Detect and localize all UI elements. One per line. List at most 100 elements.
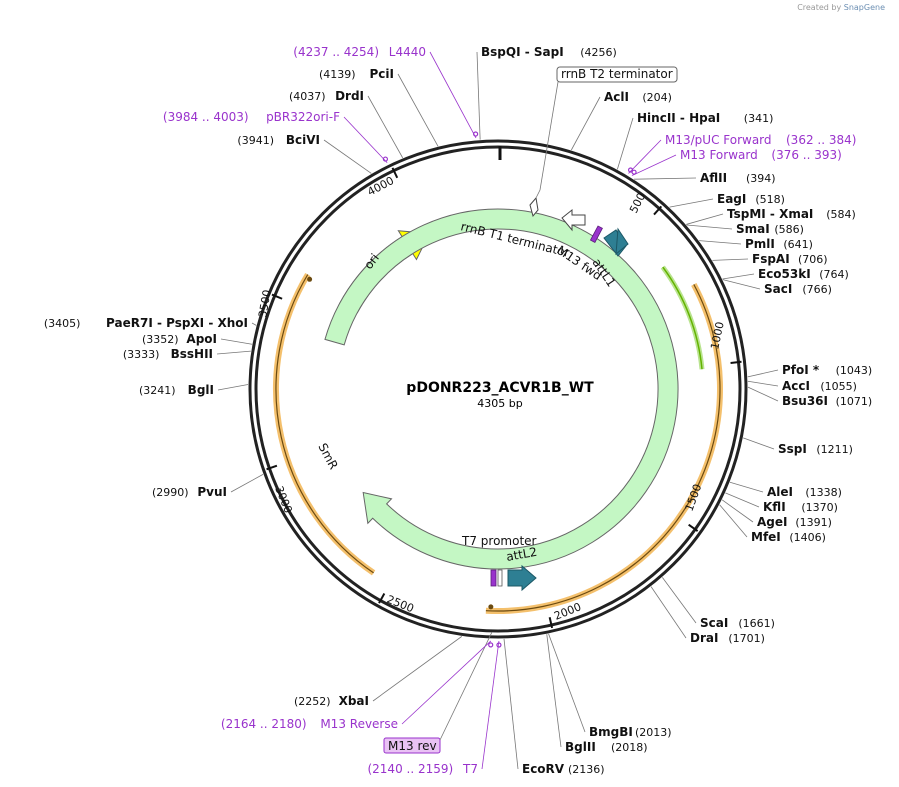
outer-ring <box>248 139 748 639</box>
backbone-rings <box>248 139 748 639</box>
site-position: (1406) <box>789 531 826 544</box>
site-position: (4139) <box>319 68 356 81</box>
site-bspqi-sapi[interactable]: BspQI - SapI(4256) <box>476 45 617 140</box>
site-leader <box>712 258 749 261</box>
site-agei[interactable]: AgeI(1391) <box>721 499 832 529</box>
primer-m13-reverse[interactable]: M13 Reverse(2164 .. 2180) <box>221 640 494 731</box>
site-eagi[interactable]: EagI(518) <box>669 192 785 208</box>
site-name: SspI <box>778 442 807 456</box>
site-name: AflII <box>700 171 727 185</box>
site-kfli[interactable]: KflI (1370) <box>725 492 838 514</box>
site-pvui[interactable]: PvuI(2990) <box>152 474 264 499</box>
site-leader <box>699 240 742 245</box>
attl2-arrow <box>507 564 537 592</box>
site-position: (586) <box>774 223 804 236</box>
site-scai[interactable]: ScaI(1661) <box>662 577 775 630</box>
attl2-label: attL2 <box>505 545 538 564</box>
site-bsshii[interactable]: BssHII(3333) <box>123 347 251 361</box>
site-eco53ki[interactable]: Eco53kI(764) <box>722 267 849 281</box>
site-tspmi-xmai[interactable]: TspMI - XmaI(584) <box>686 207 856 225</box>
inner-ring <box>254 145 742 633</box>
site-position: (2136) <box>568 763 605 776</box>
site-name: KflI <box>763 500 786 514</box>
site-bglii[interactable]: BglII(2018) <box>546 634 648 754</box>
site-name: XbaI <box>339 694 369 708</box>
site-bcivi[interactable]: BciVI(3941) <box>237 133 372 174</box>
primer-mark <box>473 131 479 137</box>
site-pmli[interactable]: PmlI(641) <box>699 237 813 251</box>
primer-mark <box>631 169 637 175</box>
site-leader <box>217 384 249 391</box>
site-name: PfoI * <box>782 363 820 377</box>
primer-t7[interactable]: T7(2140 .. 2159) <box>367 640 502 776</box>
green-feature <box>662 266 703 370</box>
primer-pbr322ori-f[interactable]: pBR322ori-F(3984 .. 4003) <box>163 110 389 163</box>
tick-4000 <box>391 167 399 179</box>
site-apoi[interactable]: ApoI (3352) <box>142 332 253 346</box>
site-name: DrdI <box>335 89 364 103</box>
site-xbai[interactable]: XbaI (2252) <box>294 636 463 708</box>
site-drai[interactable]: DraI(1701) <box>650 586 765 645</box>
orange-feature-end-1 <box>307 276 313 282</box>
tick-1500 <box>688 523 699 532</box>
tick-label-1500: 1500 <box>683 482 705 513</box>
right-orange-feature <box>485 284 721 612</box>
site-name: BspQI - SapI <box>481 45 564 59</box>
site-position: (584) <box>826 208 856 221</box>
site-leader <box>220 338 253 345</box>
site-leader <box>669 198 714 208</box>
site-position: (204) <box>642 91 672 104</box>
primer-range: (2140 .. 2159) <box>367 762 453 776</box>
site-name: DraI <box>690 631 718 645</box>
site-fspai[interactable]: FspAI(706) <box>712 252 828 266</box>
site-sspi[interactable]: SspI (1211) <box>743 437 853 456</box>
smr-label: SmR <box>315 441 340 472</box>
site-name: ApoI <box>186 332 217 346</box>
site-pcii[interactable]: PciI(4139) <box>319 67 439 147</box>
site-name: AleI <box>767 485 793 499</box>
site-pfoi[interactable]: PfoI *(1043) <box>747 363 872 378</box>
site-position: (1211) <box>816 443 853 456</box>
primer-m13-forward[interactable]: M13 Forward(376 .. 393) <box>631 148 842 176</box>
site-ecorv[interactable]: EcoRV(2136) <box>503 638 605 776</box>
site-leader <box>251 322 257 326</box>
site-position: (2252) <box>294 695 331 708</box>
site-acci[interactable]: AccI(1055) <box>747 379 857 393</box>
site-leader <box>397 73 439 147</box>
site-saci[interactable]: SacI (766) <box>722 279 832 296</box>
site-bsu36i[interactable]: Bsu36I(1071) <box>747 386 872 408</box>
site-hincii-hpai[interactable]: HincII - HpaI(341) <box>616 111 773 170</box>
snapgene-brand: SnapGene <box>843 3 885 12</box>
primer-m13-puc-forward[interactable]: M13/pUC Forward(362 .. 384) <box>627 133 857 174</box>
m13-rev-leader <box>439 631 493 741</box>
site-name: BciVI <box>286 133 320 147</box>
site-smai[interactable]: SmaI(586) <box>686 222 804 236</box>
primer-range: (2164 .. 2180) <box>221 717 307 731</box>
primer-l4440[interactable]: L4440(4237 .. 4254) <box>293 45 479 139</box>
site-leader <box>367 95 404 159</box>
site-mfei[interactable]: MfeI(1406) <box>719 504 826 544</box>
site-position: (1338) <box>805 486 842 499</box>
site-position: (3241) <box>139 384 176 397</box>
site-acli[interactable]: AclI(204) <box>570 90 672 151</box>
site-position: (766) <box>802 283 832 296</box>
site-bmgbi[interactable]: BmgBI(2013) <box>548 633 672 739</box>
site-leader <box>616 117 634 170</box>
site-drdi[interactable]: DrdI(4037) <box>289 89 404 159</box>
site-position: (3352) <box>142 333 179 346</box>
primer-mark <box>627 167 634 173</box>
tick-label-500: 500 <box>627 191 648 216</box>
site-aflii[interactable]: AflII(394) <box>633 171 776 185</box>
site-position: (1370) <box>801 501 838 514</box>
tick-3500 <box>271 293 283 300</box>
site-position: (706) <box>798 253 828 266</box>
rrnb-t2-leader <box>535 81 559 199</box>
site-name: SacI <box>764 282 792 296</box>
site-paer7i[interactable]: PaeR7I - PspXI - XhoI(3405) <box>44 316 257 330</box>
site-name: EagI <box>717 192 746 206</box>
site-bgli[interactable]: BglI(3241) <box>139 383 249 397</box>
site-alei[interactable]: AleI (1338) <box>729 481 842 499</box>
site-leader <box>662 577 697 624</box>
